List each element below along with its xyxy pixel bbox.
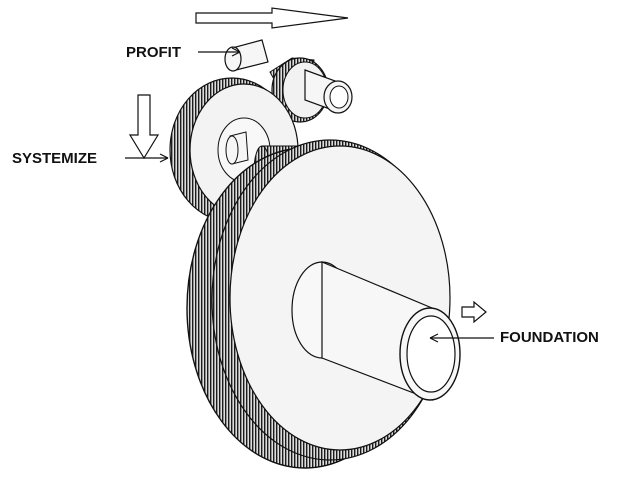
large-gear (187, 140, 460, 468)
down-arrow-icon (130, 95, 158, 158)
profit-label: PROFIT (126, 45, 181, 60)
right-arrow-icon (196, 8, 348, 28)
right-arrow-icon (462, 302, 486, 322)
profit-leader-line (198, 48, 240, 56)
systemize-leader-line (125, 154, 168, 162)
systemize-label: SYSTEMIZE (12, 151, 97, 166)
foundation-label: FOUNDATION (500, 330, 599, 345)
